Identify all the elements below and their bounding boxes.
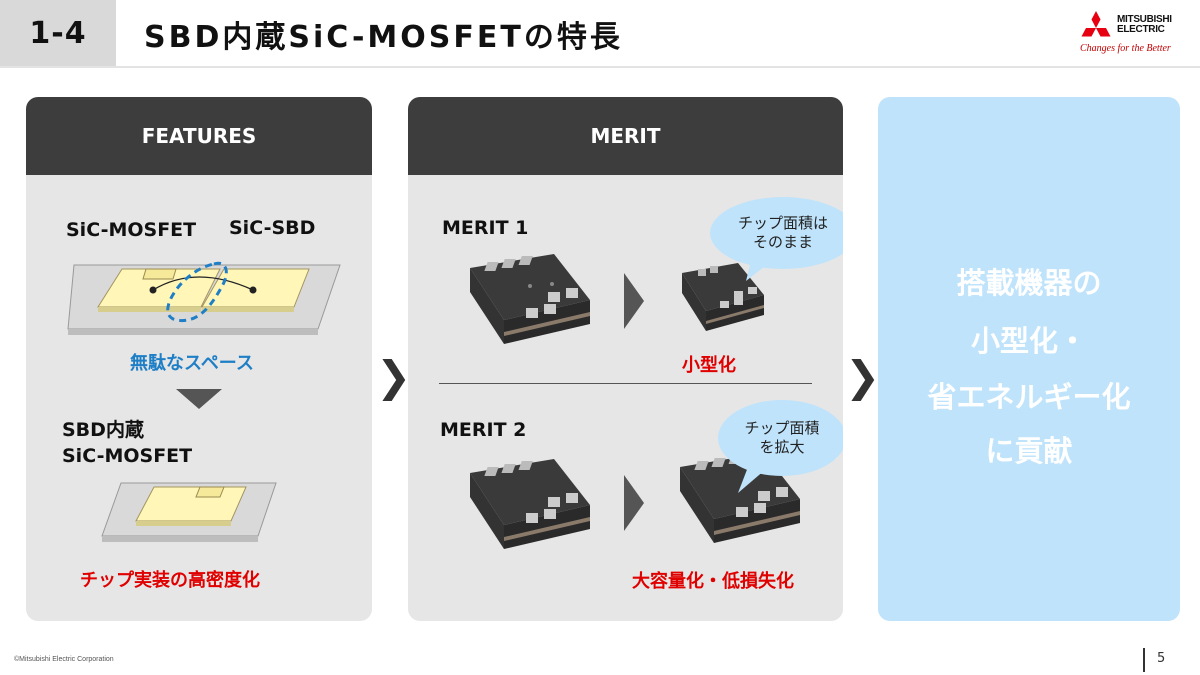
combined-chip-diagram [101,482,277,542]
play-arrow-icon [624,475,644,531]
features-panel: FEATURES SiC-MOSFET SiC-SBD 無駄なスペース SBD内… [26,97,372,621]
header-divider [0,66,1200,68]
merit-heading: MERIT [408,97,843,175]
logo-tagline: Changes for the Better [1080,43,1171,54]
mitsubishi-diamonds-icon [1081,11,1111,37]
merit-panel: MERIT MERIT 1 チップ面積はそのまま [408,97,843,621]
separate-chips-diagram [67,261,341,335]
merit1-result: 小型化 [682,355,736,376]
label-sic-sbd: SiC-SBD [229,217,316,239]
down-arrow-icon [176,389,222,409]
merit-divider [439,383,812,384]
merit2-result: 大容量化・低損失化 [632,571,794,592]
merit2-title: MERIT 2 [440,419,527,441]
large-power-module-image [470,459,590,549]
header-bar: 1-4 SBD内蔵SiC-MOSFETの特長 MITSUBISHI ELECTR… [0,0,1200,66]
features-heading: FEATURES [26,97,372,175]
large-power-module-image [470,254,590,344]
logo-brand: MITSUBISHI ELECTRIC [1117,14,1172,35]
chevron-right-icon: ❯ [376,352,412,401]
wasted-space-label: 無駄なスペース [130,353,254,374]
conclusion-line2: 小型化・ [970,324,1087,358]
label-sic-mosfet: SiC-MOSFET [66,219,197,241]
play-arrow-icon [624,273,644,329]
chevron-right-icon: ❯ [845,352,881,401]
merit1-title: MERIT 1 [442,217,529,239]
merit1-speech-bubble: チップ面積はそのまま [710,197,843,269]
combined-chip-label: SBD内蔵 SiC-MOSFET [62,419,193,467]
copyright-text: ©Mitsubishi Electric Corporation [14,656,114,663]
conclusion-panel [878,97,1180,621]
page-title: SBD内蔵SiC-MOSFETの特長 [144,20,623,55]
conclusion-line4: に貢献 [985,434,1073,468]
section-number: 1-4 [0,0,116,66]
high-density-result: チップ実装の高密度化 [80,570,260,591]
page-number: 5 [1157,651,1166,666]
conclusion-line3: 省エネルギー化 [927,380,1131,414]
merit1-bubble-tail [746,257,774,281]
page-number-divider [1143,648,1145,672]
conclusion-line1: 搭載機器の [956,266,1102,300]
merit2-speech-bubble: チップ面積を拡大 [718,400,843,476]
small-power-module-image [682,263,764,331]
merit2-bubble-tail [738,467,766,493]
company-logo: MITSUBISHI ELECTRIC Changes for the Bett… [1074,9,1192,57]
